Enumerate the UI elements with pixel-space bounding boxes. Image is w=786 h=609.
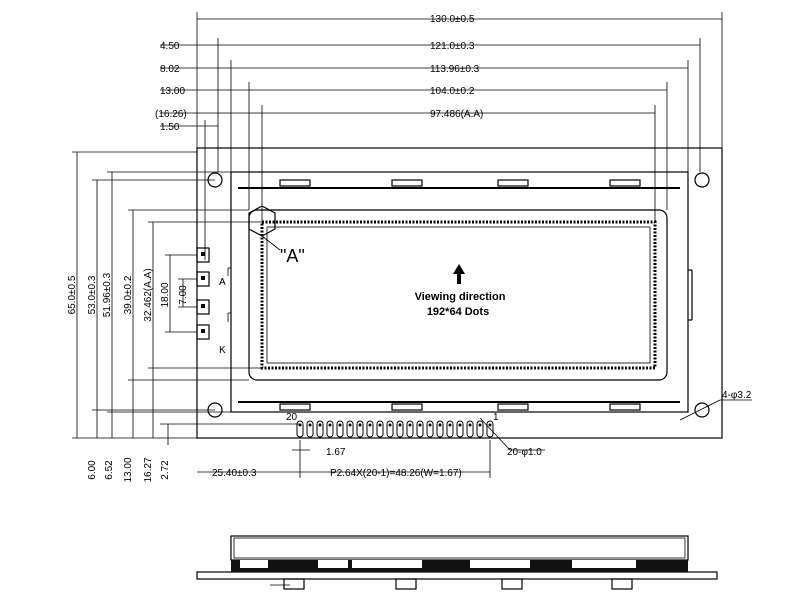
pin-pad (466, 420, 474, 438)
pin-pad (406, 420, 414, 438)
pin-pad (416, 420, 424, 438)
pin-pad (366, 420, 374, 438)
pin-20-label: 20 (286, 412, 298, 423)
side-dimension-lines (72, 151, 300, 445)
viewing-direction: Viewing direction 192*64 Dots (415, 264, 506, 318)
up-arrow-icon (453, 264, 465, 284)
offset-16-26: (16.26) (155, 109, 187, 120)
pin-pad (376, 420, 384, 438)
dim-overall-width: 130.0±0.5 (430, 14, 475, 25)
dim-view-area-width: 104.0±0.2 (430, 86, 475, 97)
pin-pad (356, 420, 364, 438)
pin-pad (396, 420, 404, 438)
mount-hole-spec: 4-φ3.2 (722, 390, 752, 401)
pin-spec-label: 20-φ1.0 (507, 447, 542, 458)
offset-8-02: 8.02 (160, 64, 180, 75)
pin-hole-icon (458, 423, 462, 427)
dim-active-area-height: 32.462(A.A) (143, 268, 154, 321)
pin-hole-icon (378, 423, 382, 427)
pin-hole-icon (428, 423, 432, 427)
active-area (260, 220, 657, 370)
pin-pitch-label: P2.64X(20-1)=48.26(W=1.67) (330, 468, 462, 479)
pin-pad (446, 420, 454, 438)
pin-hole-icon (338, 423, 342, 427)
offset-2-72: 2.72 (160, 460, 171, 480)
pcb-board (196, 147, 723, 439)
pin-pad (436, 420, 444, 438)
pin-hole-icon (298, 423, 302, 427)
pin-hole-icon (478, 423, 482, 427)
pin-hole-icon (348, 423, 352, 427)
pin-header (296, 420, 494, 438)
pin-hole-icon (418, 423, 422, 427)
dim-led-inner: 7.00 (178, 285, 189, 305)
offset-16-27: 16.27 (143, 457, 154, 482)
pin-pad (386, 420, 394, 438)
pin-hole-icon (388, 423, 392, 427)
pin-pad (486, 420, 494, 438)
dim-pcb-hole-span: 121.0±0.3 (430, 41, 475, 52)
pin-hole-icon (328, 423, 332, 427)
pin-dimension-lines (197, 399, 752, 478)
pin-hole-icon (438, 423, 442, 427)
top-dimension-lines (160, 12, 723, 430)
cathode-label: K (219, 345, 226, 356)
dim-hole-span-height: 53.0±0.3 (87, 275, 98, 314)
detail-a-marker: "A" (248, 205, 305, 266)
offset-6-52: 6.52 (104, 460, 115, 480)
pin-hole-icon (398, 423, 402, 427)
pin-hole-icon (488, 423, 492, 427)
pin-pad (476, 420, 484, 438)
offset-6-00: 6.00 (87, 460, 98, 480)
viewing-area (248, 209, 668, 381)
dim-led-span: 18.00 (160, 282, 171, 307)
bezel-frame (230, 171, 693, 413)
mount-hole-icon (694, 172, 710, 188)
pin-pad (426, 420, 434, 438)
pin-pad (326, 420, 334, 438)
pin-pad (346, 420, 354, 438)
pin-hole-icon (308, 423, 312, 427)
dim-bezel-width: 113.96±0.3 (430, 64, 480, 75)
pin-hole-icon (448, 423, 452, 427)
dim-overall-height: 65.0±0.5 (67, 275, 78, 314)
pin-pad (336, 420, 344, 438)
led-pads (196, 247, 231, 340)
pin-hole-icon (468, 423, 472, 427)
pin-1-label: 1 (493, 412, 499, 423)
detail-a-label: "A" (280, 246, 305, 266)
pin-hole-icon (318, 423, 322, 427)
dim-view-area-height: 39.0±0.2 (123, 275, 134, 314)
dim-bezel-height: 51.96±0.3 (102, 272, 113, 317)
pin-hole-icon (368, 423, 372, 427)
dot-resolution-label: 192*64 Dots (427, 306, 489, 318)
mount-hole-icon (694, 402, 710, 418)
anode-label: A (219, 277, 226, 288)
pad-width-label: 1.67 (326, 447, 346, 458)
dim-active-area-width: 97.486(A.A) (430, 109, 483, 120)
offset-4-50: 4.50 (160, 41, 180, 52)
offset-1-50: 1.50 (160, 122, 180, 133)
offset-13-00-bottom: 13.00 (123, 457, 134, 482)
side-view (196, 535, 718, 590)
pin-pad (306, 420, 314, 438)
pin-hole-icon (358, 423, 362, 427)
offset-13-00: 13.00 (160, 86, 185, 97)
pin-hole-icon (408, 423, 412, 427)
pin-pad (316, 420, 324, 438)
pin-pad (296, 420, 304, 438)
pin-offset-label: 25.40±0.3 (212, 468, 257, 479)
viewing-direction-label: Viewing direction (415, 291, 506, 303)
pin-pad (456, 420, 464, 438)
